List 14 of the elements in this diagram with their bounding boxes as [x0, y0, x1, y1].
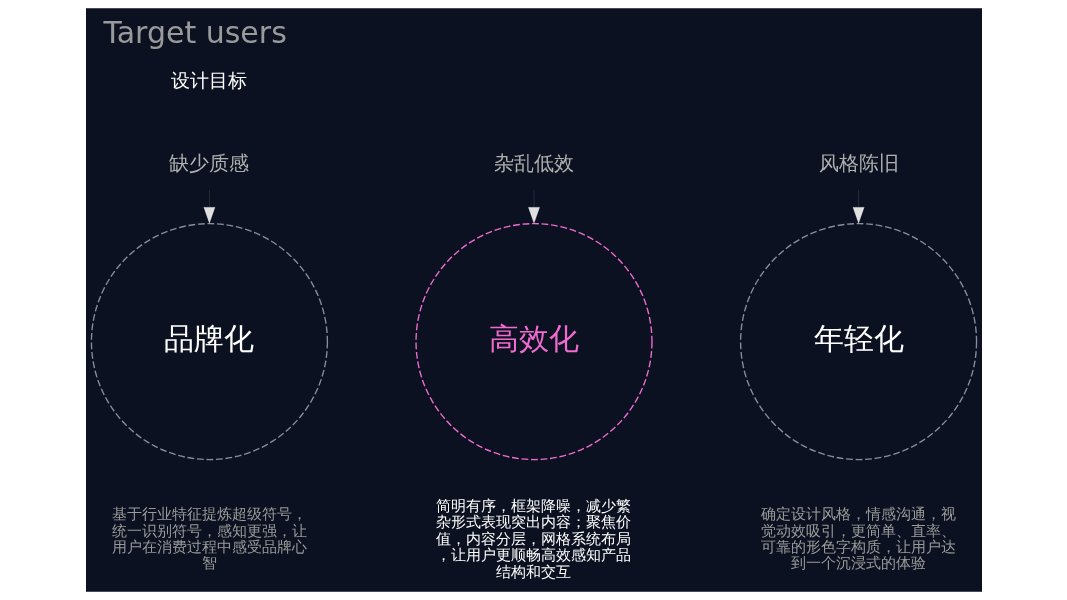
node-label: 基于行业特征提炼超级符号，统一识别符号，感知更强，让用户在消费过程中感受品牌心智 — [111, 505, 307, 573]
diagram-title: Target users — [102, 15, 287, 51]
node-circle: 品牌化 — [90, 222, 328, 461]
label: 设计目标 — [170, 68, 247, 92]
arrow — [203, 189, 215, 224]
node-circle: 年轻化 — [739, 222, 977, 461]
node-text: 杂乱低效 — [493, 150, 574, 175]
arrow — [527, 189, 540, 224]
node-circle: 高效化 — [414, 222, 653, 461]
arrow — [852, 189, 864, 224]
node-label: 简明有序，框架降噪，减少繁杂形式表现突出内容；聚焦价值，内容分层，网格系统布局，让用户更顺畅高效感知产品结构和交互 — [436, 497, 631, 581]
node-text: 风格陈旧 — [818, 150, 899, 175]
node-text: 缺少质感 — [168, 150, 249, 175]
node-label: 确定设计风格，情感沟通，视觉动效吸引，更简单、直率、可靠的形色字构质，让用户达到一个沉浸式的体验 — [760, 505, 956, 573]
